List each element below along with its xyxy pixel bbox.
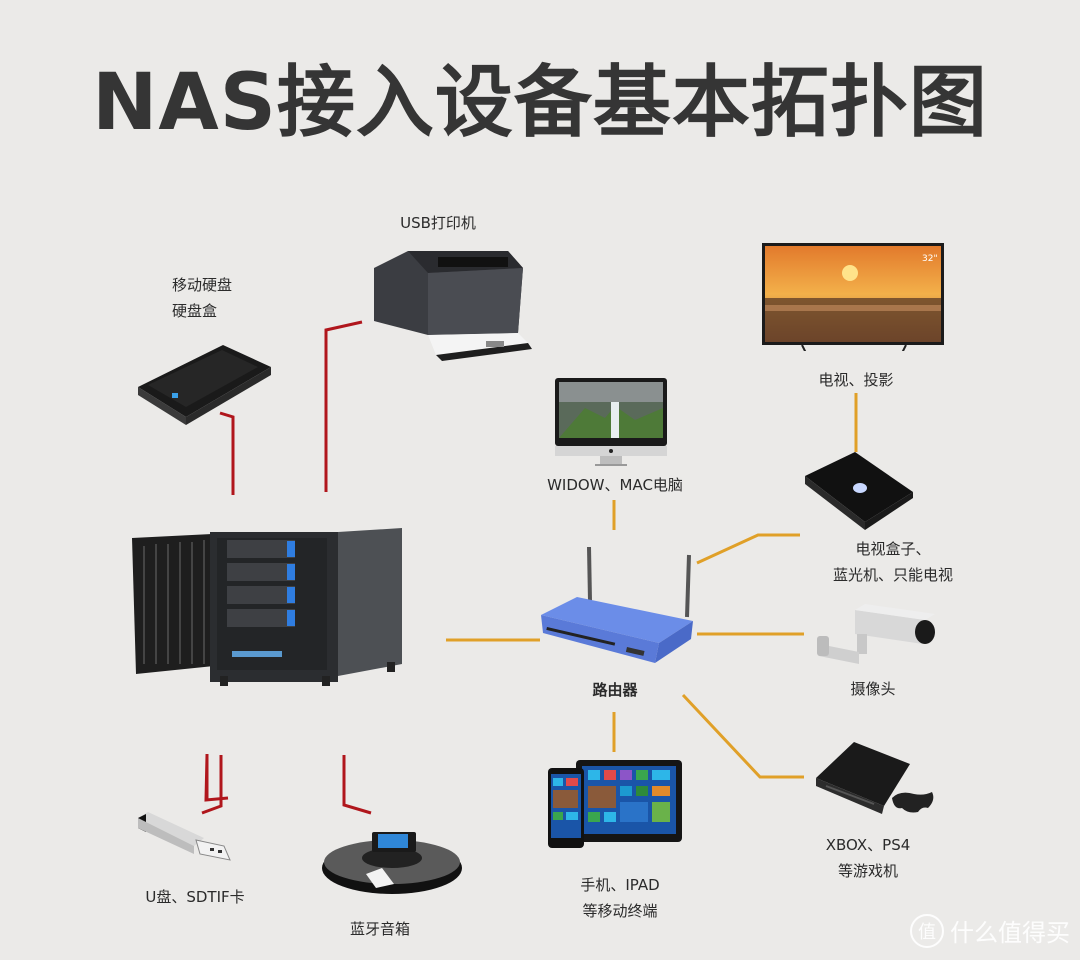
camera-label: 摄像头	[850, 680, 896, 698]
router-icon	[537, 545, 697, 671]
portable-hdd-icon	[138, 345, 273, 429]
printer-label: USB打印机	[400, 214, 476, 232]
tv-icon: 32"	[762, 243, 944, 355]
portable-hdd-label: 移动硬盘 硬盘盒	[172, 276, 233, 320]
printer-icon	[368, 243, 538, 372]
link-speaker-nas	[342, 755, 372, 815]
usb-links	[201, 320, 372, 815]
nas-icon	[132, 526, 412, 695]
watermark: 值 什么值得买	[910, 913, 1070, 948]
link-tvbox-router	[696, 533, 800, 565]
mobile-devices-icon	[548, 758, 684, 854]
page-title: NAS接入设备基本拓扑图	[92, 58, 988, 148]
mobile-label: 手机、IPAD 等移动终端	[580, 876, 660, 920]
link-printer-nas	[324, 320, 363, 492]
bt-speaker-label: 蓝牙音箱	[349, 920, 410, 938]
watermark-logo-icon: 值	[910, 913, 944, 948]
usb-drive-icon	[134, 808, 239, 872]
tv-box-icon	[805, 452, 915, 534]
link-console-router	[681, 693, 804, 779]
router-label: 路由器	[592, 681, 638, 699]
computer-icon	[555, 378, 670, 474]
bt-speaker-icon	[320, 828, 465, 904]
tv-label: 电视、投影	[818, 371, 894, 389]
game-console-label: XBOX、PS4 等游戏机	[825, 836, 911, 880]
network-links	[446, 393, 858, 779]
usb-drive-label: U盘、SDTIF卡	[145, 888, 245, 906]
tv-size-badge: 32"	[922, 254, 938, 264]
link-usbdrive-nas	[201, 755, 223, 815]
computer-label: WIDOW、MAC电脑	[547, 476, 683, 494]
game-console-icon	[814, 740, 939, 829]
tv-box-label: 电视盒子、 蓝光机、只能电视	[832, 540, 953, 584]
link-hdd-nas	[219, 411, 235, 495]
watermark-text: 什么值得买	[950, 919, 1070, 947]
camera-icon	[815, 600, 941, 674]
